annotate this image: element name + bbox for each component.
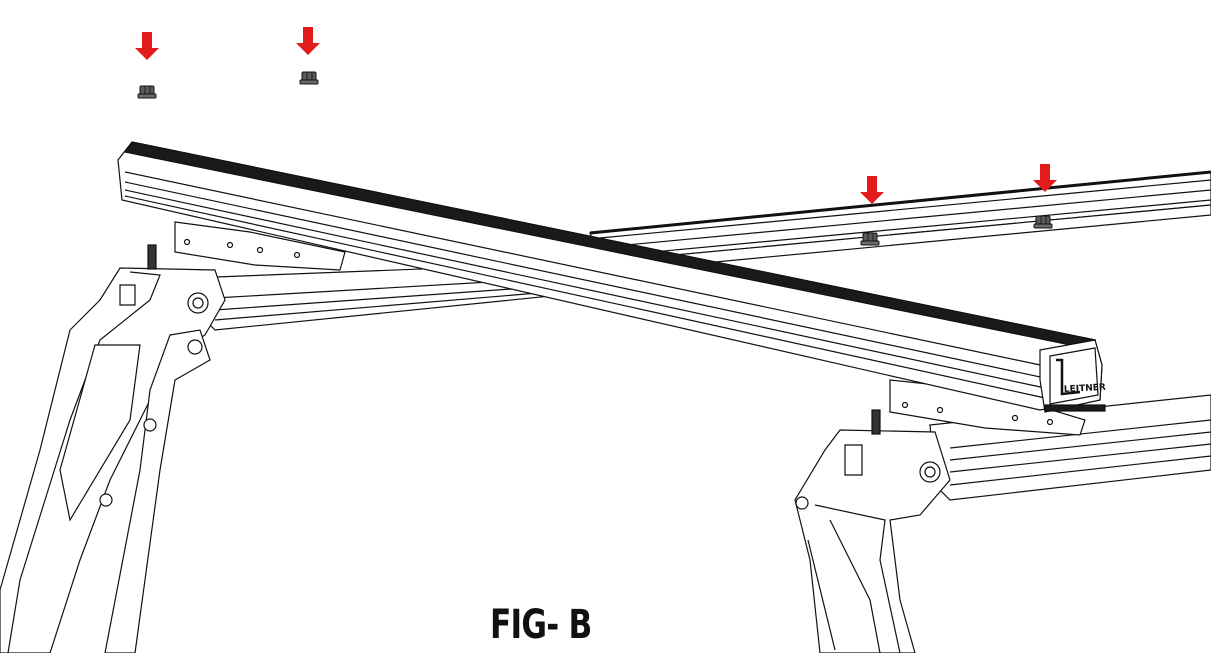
- rear-crossbar: [589, 170, 1211, 273]
- rail-nut-1: [860, 232, 880, 246]
- rail-nut-2: [1033, 215, 1053, 229]
- figure-label: FIG- B: [490, 602, 592, 648]
- left-mount-bracket: [174, 221, 346, 271]
- flange-nut-icon: [299, 71, 319, 85]
- down-arrow-icon: [296, 27, 320, 55]
- down-arrow-icon: [135, 32, 159, 60]
- brand-logo: LEITNER: [1064, 383, 1107, 395]
- right-upright: [794, 409, 951, 653]
- left-upright: [0, 244, 226, 653]
- down-arrow-icon: [860, 176, 884, 204]
- front-crossbar: [117, 141, 1106, 413]
- flange-nut-icon: [137, 85, 157, 99]
